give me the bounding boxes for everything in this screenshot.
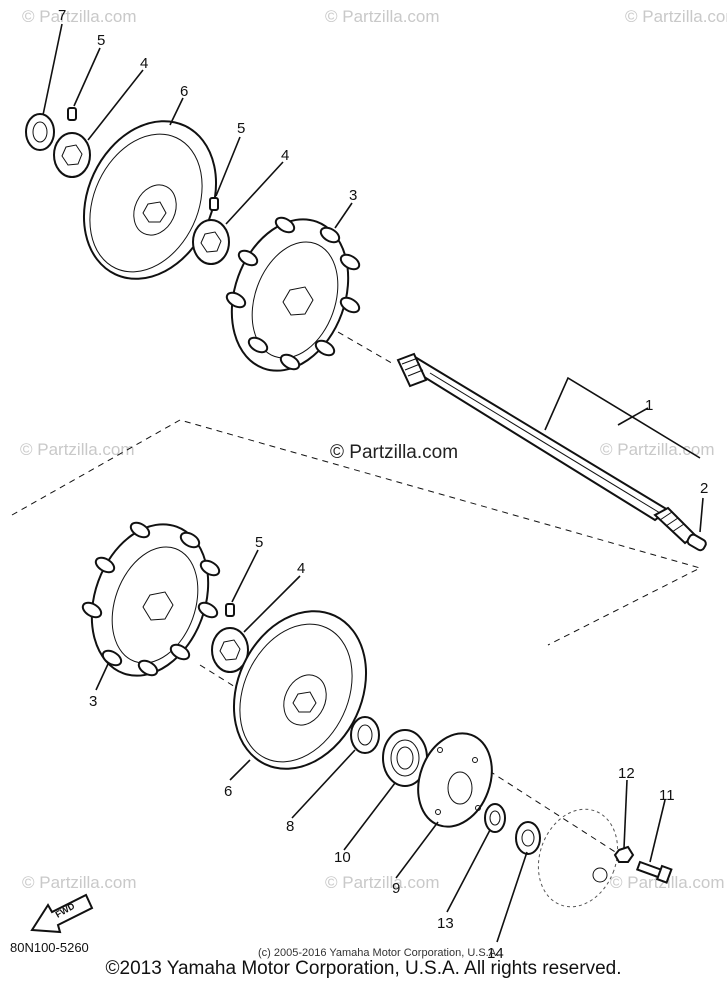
- part-11-bolt: [635, 860, 673, 884]
- callout-5-a: 5: [97, 32, 105, 49]
- assembly-line-lower: [199, 664, 241, 691]
- part-6-wheel-lower: [232, 610, 368, 770]
- drawing-reference: 80N100-5260: [10, 940, 89, 955]
- part-14-nut: [515, 821, 541, 855]
- part-9-flange: [417, 732, 493, 828]
- watermark-mid-right: © Partzilla.com: [600, 440, 715, 459]
- callout-4-b: 4: [281, 147, 289, 164]
- part-5-collar-lower: [225, 603, 235, 617]
- callout-3-b: 3: [89, 693, 97, 710]
- callout-7: 7: [58, 7, 66, 24]
- callout-11: 11: [659, 787, 675, 804]
- assembly-line-upper: [299, 309, 396, 366]
- watermark-low-left: © Partzilla.com: [22, 873, 137, 892]
- watermark-mid-left: © Partzilla.com: [20, 440, 135, 459]
- part-13-washer: [484, 803, 506, 833]
- part-4-bearing-lower: [211, 627, 249, 673]
- part-3-sprocket-lower: [81, 521, 221, 677]
- part-8-spacer: [350, 716, 380, 754]
- callout-12: 12: [618, 765, 635, 782]
- callout-2: 2: [700, 480, 708, 497]
- assembly-line-hub: [479, 764, 621, 856]
- hub-housing: [537, 808, 619, 908]
- callout-14: 14: [487, 945, 504, 962]
- callout-6-a: 6: [180, 83, 188, 100]
- assembly-line-frame: [11, 419, 702, 646]
- part-6-wheel-upper: [82, 120, 218, 280]
- part-4-bearing-mid: [192, 219, 230, 265]
- callout-6-b: 6: [224, 783, 232, 800]
- watermark-top-left: © Partzilla.com: [22, 7, 137, 26]
- small-copyright: (c) 2005-2016 Yamaha Motor Corporation, …: [258, 947, 499, 959]
- part-2-end-cap: [686, 533, 707, 552]
- footer-copyright: ©2013 Yamaha Motor Corporation, U.S.A. A…: [105, 958, 622, 979]
- callout-4-a: 4: [140, 55, 148, 72]
- callout-13: 13: [437, 915, 454, 932]
- watermark-top-center: © Partzilla.com: [325, 7, 440, 26]
- part-3-sprocket-upper: [225, 216, 361, 372]
- part-1-shaft: [396, 352, 697, 545]
- leader-lines: [42, 23, 704, 943]
- fwd-arrow-icon: FWD: [30, 893, 94, 934]
- callout-5-c: 5: [255, 534, 263, 551]
- callout-1: 1: [645, 397, 653, 414]
- part-7-ring: [25, 113, 55, 151]
- watermark-center: © Partzilla.com: [330, 442, 458, 463]
- callout-9: 9: [392, 880, 400, 897]
- part-12-nut-small: [613, 845, 635, 863]
- part-5-collar-upper: [67, 107, 77, 121]
- callout-5-b: 5: [237, 120, 245, 137]
- callout-10: 10: [334, 849, 351, 866]
- callout-3-a: 3: [349, 187, 357, 204]
- part-5-collar-mid: [209, 197, 219, 211]
- callout-8: 8: [286, 818, 294, 835]
- callout-4-c: 4: [297, 560, 305, 577]
- watermark-low-center: © Partzilla.com: [325, 873, 440, 892]
- part-4-bearing-upper: [53, 132, 91, 178]
- watermark-top-right: © Partzilla.com: [625, 7, 727, 26]
